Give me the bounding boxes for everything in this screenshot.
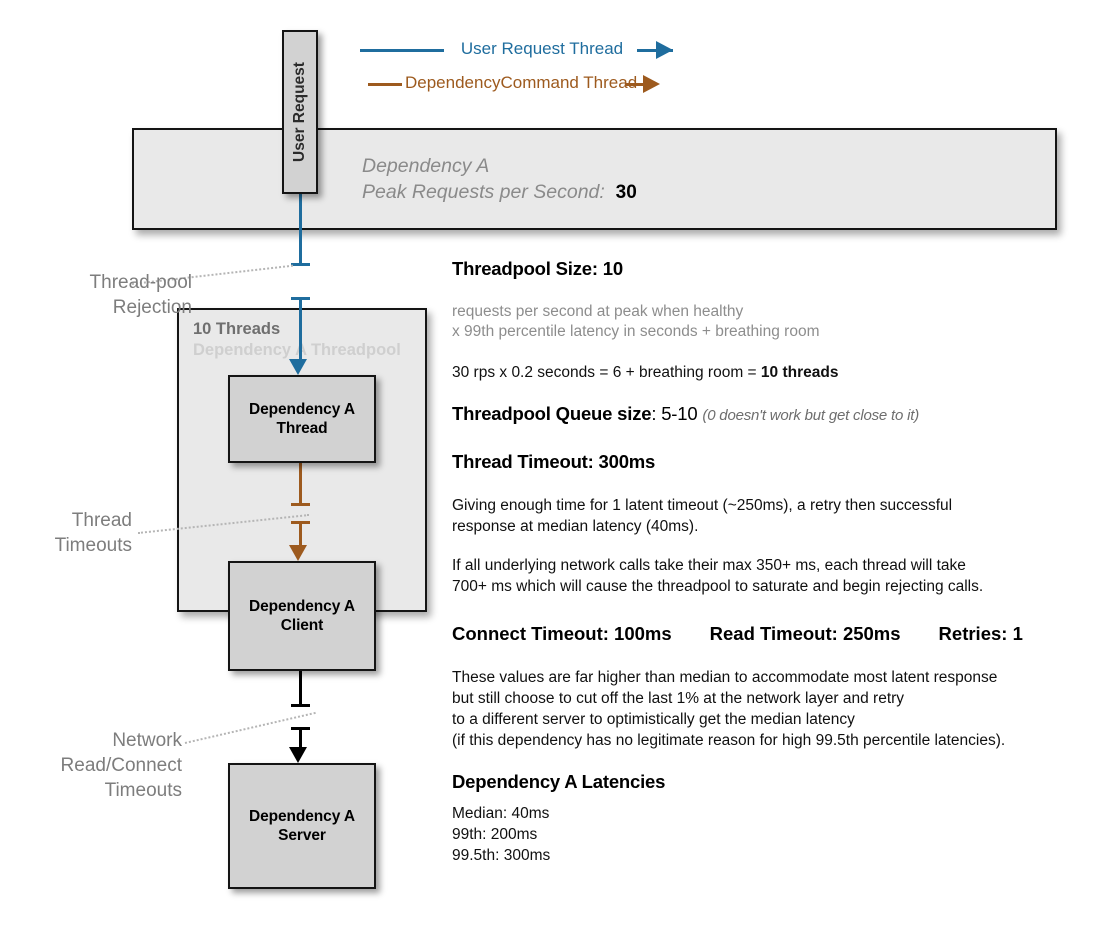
connector-black-lower [299, 729, 302, 751]
connector-brown-upper [299, 463, 302, 505]
legend: User Request Thread DependencyCommand Th… [360, 38, 680, 106]
dependency-a-band: Dependency A Peak Requests per Second: 3… [132, 128, 1057, 230]
note-thread-timeout-heading: Thread Timeout: 300ms [452, 451, 656, 472]
note-threadpool-size-calc-result: 10 threads [760, 364, 839, 381]
dependency-a-thread-box: Dependency A Thread [228, 375, 376, 463]
legend-line-brown [368, 83, 402, 86]
connector-brown-lower [299, 523, 302, 549]
note-thread-timeout-body-1: Giving enough time for 1 latent timeout … [452, 497, 953, 535]
annotation-thread-timeouts: Thread Timeouts [54, 510, 132, 556]
connector-black-upper [299, 671, 302, 705]
legend-line-blue [360, 49, 444, 52]
peak-rps-value: 30 [615, 182, 637, 203]
dependency-a-band-line2: Peak Requests per Second: 30 [362, 179, 637, 206]
legend-arrow-blue-icon [656, 41, 673, 59]
note-read-timeout: Read Timeout: 250ms [709, 623, 901, 644]
threadpool-title: 10 Threads [193, 320, 281, 338]
note-queue-size-label: Threadpool Queue size [452, 403, 652, 424]
legend-label-dependency-command-thread: DependencyCommand Thread [405, 73, 638, 92]
annotation-network-timeouts: Network Read/Connect Timeouts [60, 730, 182, 801]
dependency-a-band-line1: Dependency A [362, 155, 490, 177]
note-threadpool-size-heading: Threadpool Size: 10 [452, 258, 623, 279]
note-queue-size-aside: (0 doesn't work but get close to it) [702, 407, 920, 424]
user-request-label: User Request [291, 62, 308, 162]
connector-brown-tick-1 [291, 503, 310, 506]
threadpool-subtitle: Dependency A Threadpool [193, 341, 401, 359]
note-queue-size-value: : 5-10 [651, 403, 698, 424]
note-network-body: These values are far higher than median … [452, 669, 1006, 749]
connector-brown-tick-2 [291, 521, 310, 524]
notes-column: Threadpool Size: 10 requests per second … [452, 258, 1092, 866]
note-thread-timeout-body-2: If all underlying network calls take the… [452, 557, 984, 595]
dependency-a-band-text: Dependency A Peak Requests per Second: 3… [362, 153, 637, 206]
connector-blue-tick-1 [291, 263, 310, 266]
connector-black-tick-1 [291, 704, 310, 707]
legend-line-brown-tail [625, 83, 649, 86]
note-latencies-heading: Dependency A Latencies [452, 771, 666, 792]
legend-line-blue-tail [637, 49, 673, 52]
dependency-a-thread-label: Dependency A Thread [249, 401, 355, 437]
note-threadpool-size-calc: 30 rps x 0.2 seconds = 6 + breathing roo… [452, 362, 1092, 383]
connector-blue-lower [299, 299, 302, 361]
legend-arrow-brown-icon [643, 75, 660, 93]
note-threadpool-size-calc-prefix: 30 rps x 0.2 seconds = 6 + breathing roo… [452, 364, 761, 381]
connector-blue-arrowhead-icon [289, 359, 307, 375]
note-timeout-row: Connect Timeout: 100ms Read Timeout: 250… [452, 623, 1092, 645]
dependency-a-server-box: Dependency A Server [228, 763, 376, 889]
legend-label-user-request-thread: User Request Thread [460, 39, 624, 58]
dependency-a-client-box: Dependency A Client [228, 561, 376, 671]
connector-black-tick-2 [291, 727, 310, 730]
connector-black-arrowhead-icon [289, 747, 307, 763]
connector-blue-tick-2 [291, 297, 310, 300]
peak-rps-label: Peak Requests per Second: [362, 181, 605, 203]
note-threadpool-size-muted: requests per second at peak when healthy… [452, 303, 820, 340]
dependency-a-client-label: Dependency A Client [249, 598, 355, 634]
legend-item-user-request-thread: User Request Thread [360, 38, 680, 72]
connector-brown-arrowhead-icon [289, 545, 307, 561]
legend-item-dependency-command-thread: DependencyCommand Thread [360, 72, 680, 106]
note-retries: Retries: 1 [938, 623, 1023, 644]
connector-blue-upper [299, 194, 302, 264]
dependency-a-server-label: Dependency A Server [249, 808, 355, 844]
note-latencies-body: Median: 40ms 99th: 200ms 99.5th: 300ms [452, 805, 551, 864]
note-queue-size: Threadpool Queue size: 5-10 (0 doesn't w… [452, 403, 1092, 425]
user-request-box: User Request [282, 30, 318, 194]
note-connect-timeout: Connect Timeout: 100ms [452, 623, 672, 644]
annotation-threadpool-rejection: Thread-pool Rejection [89, 272, 192, 318]
